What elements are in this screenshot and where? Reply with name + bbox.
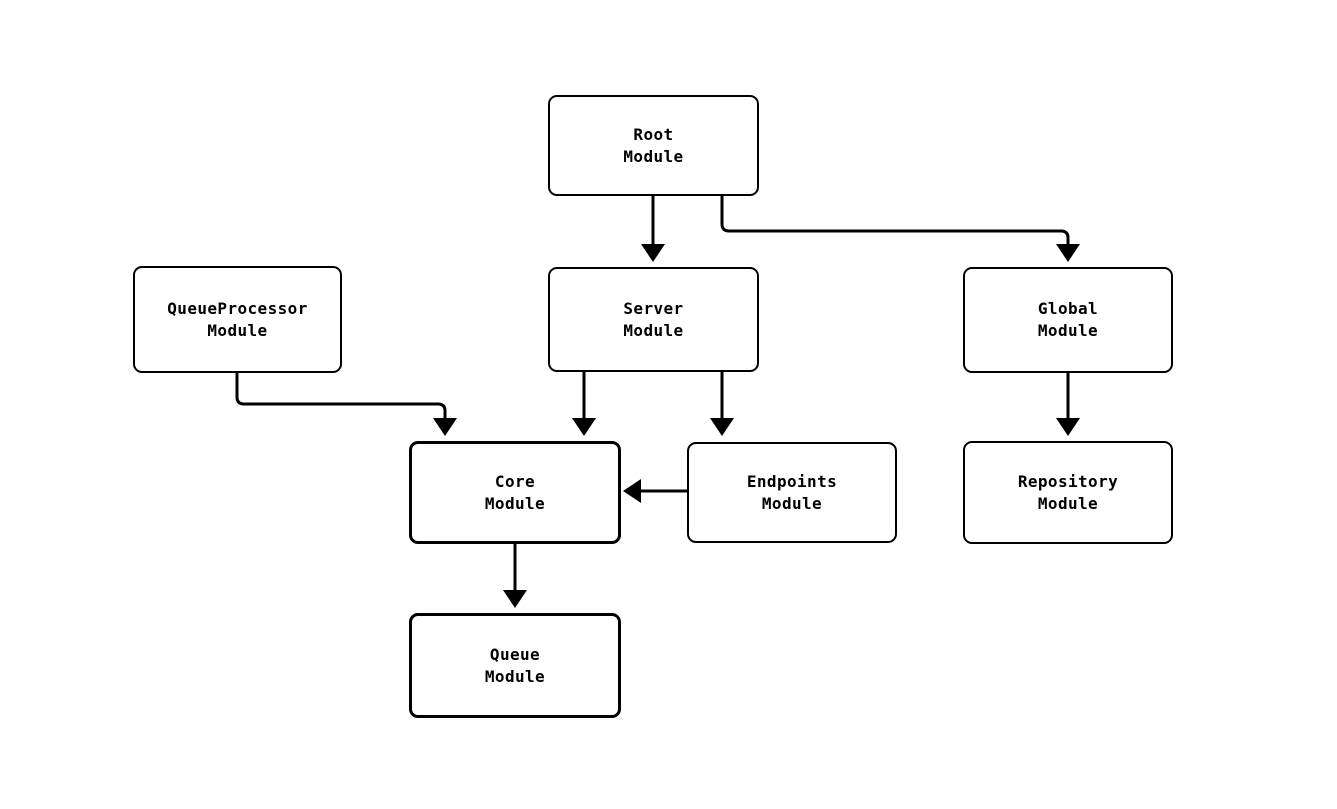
edge-server-to-endpoints [710, 372, 734, 436]
edge-root-to-global [720, 196, 1080, 262]
node-endpoints-module[interactable]: Endpoints Module [687, 442, 897, 543]
node-queueprocessor-module[interactable]: QueueProcessor Module [133, 266, 342, 373]
edge-core-to-queue [503, 544, 527, 608]
node-root-module-label: Root Module [623, 124, 684, 166]
edge-root-to-server [641, 196, 665, 262]
node-global-module-label: Global Module [1037, 299, 1099, 340]
edge-endpoints-to-core [623, 479, 687, 503]
node-core-module[interactable]: Core Module [409, 441, 621, 544]
node-repository-module[interactable]: Repository Module [963, 441, 1173, 544]
edge-server-to-core [572, 372, 596, 436]
node-repository-module-label: Repository Module [1017, 471, 1119, 513]
node-endpoints-module-label: Endpoints Module [746, 471, 838, 513]
node-queueprocessor-module-label: QueueProcessor Module [167, 298, 308, 340]
node-root-module[interactable]: Root Module [548, 95, 759, 196]
node-server-module-label: Server Module [623, 298, 684, 340]
edge-queueprocessor-to-core [235, 373, 457, 436]
node-server-module[interactable]: Server Module [548, 267, 759, 372]
node-queue-module[interactable]: Queue Module [409, 613, 621, 718]
edge-global-to-repository [1056, 373, 1080, 436]
node-global-module[interactable]: Global Module [963, 267, 1173, 373]
node-queue-module-label: Queue Module [484, 644, 546, 686]
node-core-module-label: Core Module [484, 471, 546, 513]
